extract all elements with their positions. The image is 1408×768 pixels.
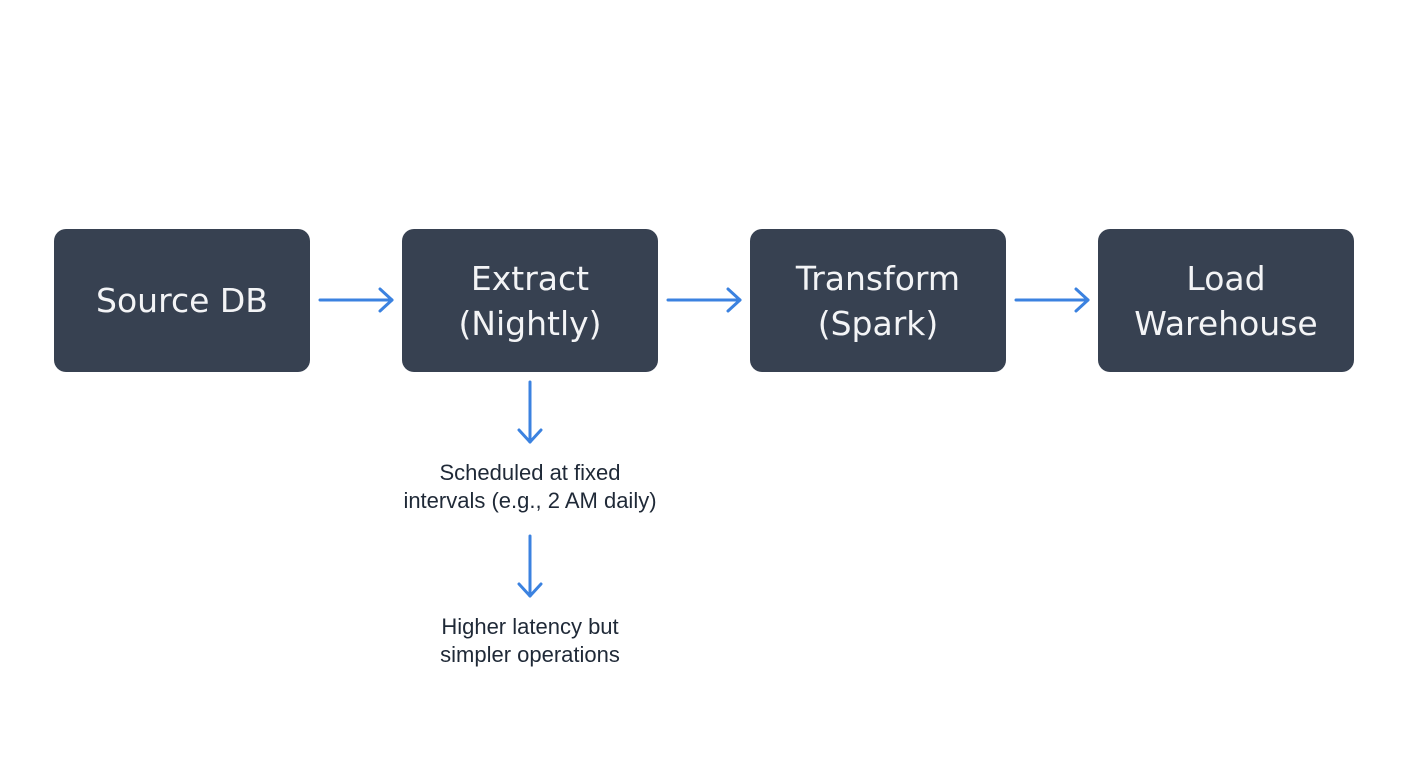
- load-warehouse-node: Load Warehouse: [1098, 229, 1354, 372]
- tradeoff-note: Higher latency but simpler operations: [440, 614, 620, 667]
- transform-label: Transform (Spark): [795, 258, 961, 343]
- extract-node: Extract (Nightly): [402, 229, 658, 372]
- transform-node: Transform (Spark): [750, 229, 1006, 372]
- arrow-transform-to-load: [1014, 287, 1090, 313]
- source-db-node: Source DB: [54, 229, 310, 372]
- arrow-source-to-extract: [318, 287, 394, 313]
- arrow-schedule-to-tradeoff: [517, 534, 543, 598]
- extract-label: Extract (Nightly): [458, 258, 602, 343]
- source-db-label: Source DB: [96, 281, 268, 320]
- load-warehouse-label: Load Warehouse: [1134, 258, 1318, 343]
- schedule-note: Scheduled at fixed intervals (e.g., 2 AM…: [403, 460, 657, 513]
- arrow-extract-to-schedule: [517, 380, 543, 444]
- arrow-extract-to-transform: [666, 287, 742, 313]
